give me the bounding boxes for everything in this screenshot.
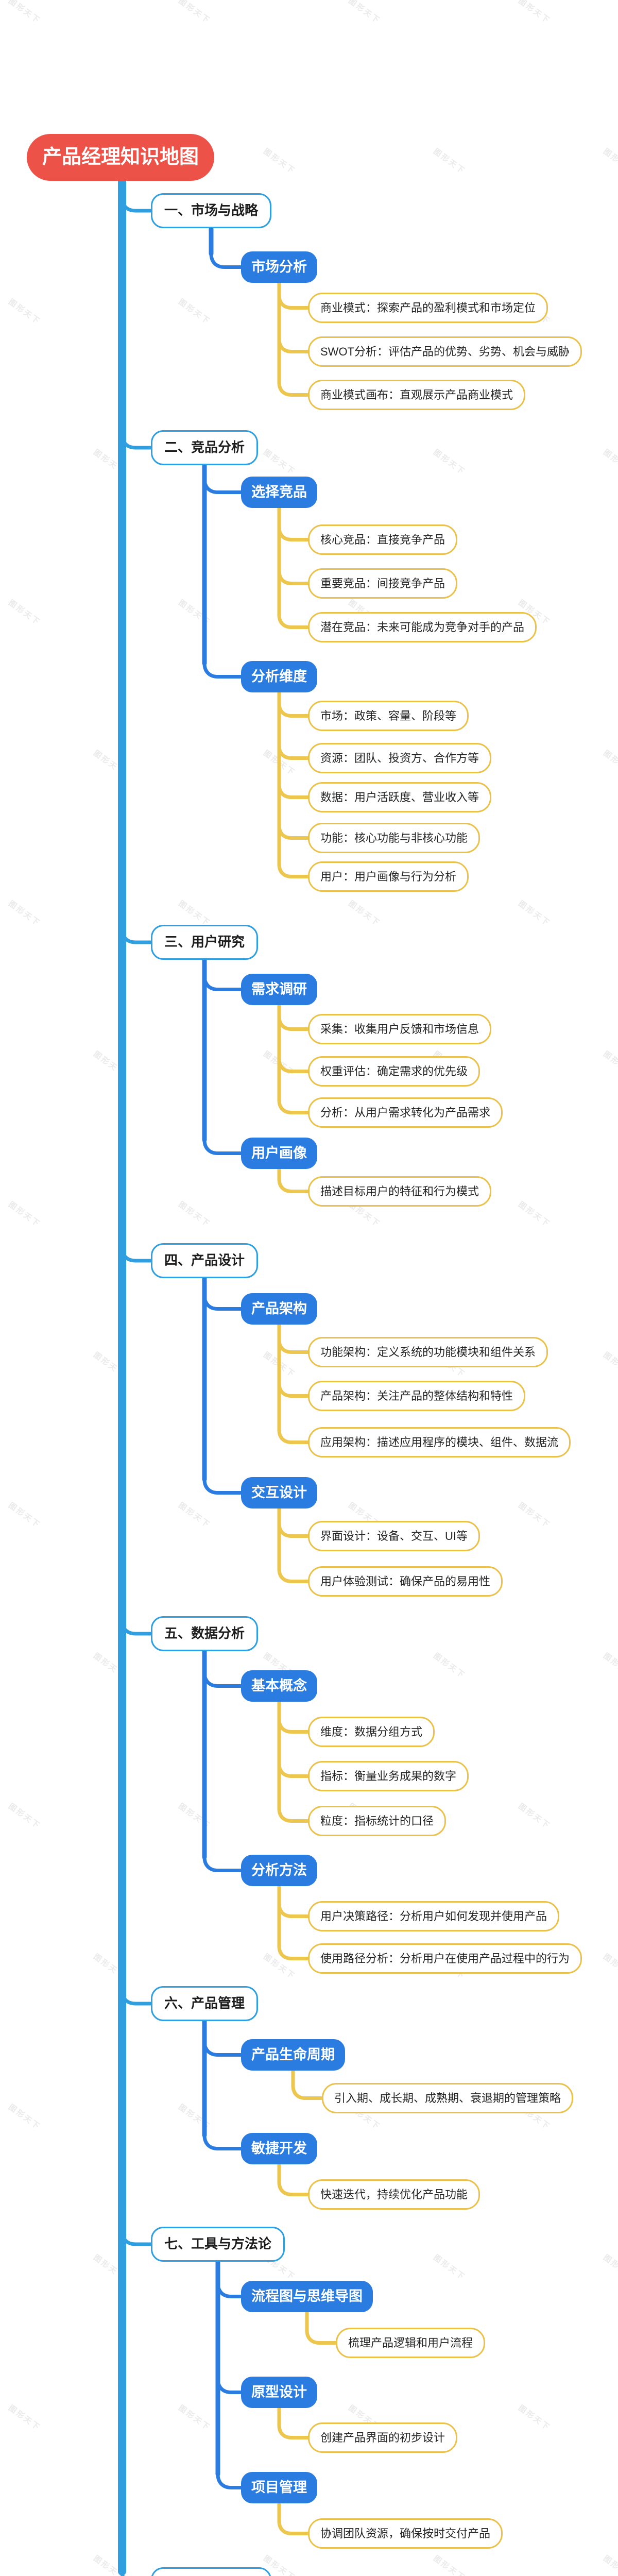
detail-node[interactable]: 商业模式画布：直观展示产品商业模式 xyxy=(308,380,526,410)
topic-node[interactable]: 交互设计 xyxy=(241,1477,317,1509)
detail-node[interactable]: 指标：衡量业务成果的数字 xyxy=(308,1761,469,1791)
detail-node[interactable]: 重要竞品：间接竞争产品 xyxy=(308,568,458,599)
detail-node[interactable]: 功能架构：定义系统的功能模块和组件关系 xyxy=(308,1337,548,1367)
branch-node[interactable]: 六、产品管理 xyxy=(151,1986,259,2021)
branch-node[interactable]: 三、用户研究 xyxy=(151,925,259,960)
branch-node[interactable]: 五、数据分析 xyxy=(151,1616,259,1651)
detail-node[interactable]: 商业模式：探索产品的盈利模式和市场定位 xyxy=(308,293,548,323)
branch-node[interactable]: 八、沟通与协作 xyxy=(151,2567,272,2576)
detail-node[interactable]: 创建产品界面的初步设计 xyxy=(308,2422,458,2453)
detail-node[interactable]: 应用架构：描述应用程序的模块、组件、数据流 xyxy=(308,1427,571,1458)
topic-node[interactable]: 产品生命周期 xyxy=(241,2039,345,2071)
topic-node[interactable]: 选择竞品 xyxy=(241,477,317,509)
topic-node[interactable]: 敏捷开发 xyxy=(241,2133,317,2165)
topic-node[interactable]: 分析维度 xyxy=(241,661,317,693)
branch-node[interactable]: 四、产品设计 xyxy=(151,1243,259,1278)
detail-node[interactable]: 协调团队资源，确保按时交付产品 xyxy=(308,2518,503,2549)
detail-node[interactable]: 用户体验测试：确保产品的易用性 xyxy=(308,1566,503,1597)
detail-node[interactable]: 快速迭代，持续优化产品功能 xyxy=(308,2179,480,2210)
topic-node[interactable]: 用户画像 xyxy=(241,1138,317,1170)
detail-node[interactable]: 数据：用户活跃度、营业收入等 xyxy=(308,782,492,812)
detail-node[interactable]: 引入期、成长期、成熟期、衰退期的管理策略 xyxy=(322,2083,574,2113)
topic-node[interactable]: 需求调研 xyxy=(241,974,317,1006)
topic-node[interactable]: 市场分析 xyxy=(241,251,317,283)
detail-node[interactable]: 使用路径分析：分析用户在使用产品过程中的行为 xyxy=(308,1943,582,1974)
topic-node[interactable]: 项目管理 xyxy=(241,2472,317,2504)
detail-node[interactable]: 核心竞品：直接竞争产品 xyxy=(308,524,458,555)
topic-node[interactable]: 原型设计 xyxy=(241,2377,317,2409)
branch-node[interactable]: 七、工具与方法论 xyxy=(151,2227,285,2262)
topic-node[interactable]: 流程图与思维导图 xyxy=(241,2281,373,2313)
detail-node[interactable]: 产品架构：关注产品的整体结构和特性 xyxy=(308,1381,526,1411)
detail-node[interactable]: 采集：收集用户反馈和市场信息 xyxy=(308,1014,492,1044)
detail-node[interactable]: 潜在竞品：未来可能成为竞争对手的产品 xyxy=(308,612,537,642)
detail-node[interactable]: 描述目标用户的特征和行为模式 xyxy=(308,1176,492,1207)
detail-node[interactable]: 功能：核心功能与非核心功能 xyxy=(308,823,480,853)
detail-node[interactable]: 分析：从用户需求转化为产品需求 xyxy=(308,1097,503,1128)
detail-node[interactable]: 资源：团队、投资方、合作方等 xyxy=(308,743,492,773)
topic-node[interactable]: 基本概念 xyxy=(241,1670,317,1702)
detail-node[interactable]: 界面设计：设备、交互、UI等 xyxy=(308,1521,480,1551)
detail-node[interactable]: 梳理产品逻辑和用户流程 xyxy=(336,2328,486,2358)
detail-node[interactable]: 粒度：指标统计的口径 xyxy=(308,1806,447,1836)
detail-node[interactable]: 维度：数据分组方式 xyxy=(308,1717,435,1747)
detail-node[interactable]: 市场：政策、容量、阶段等 xyxy=(308,701,469,731)
detail-node[interactable]: 用户决策路径：分析用户如何发现并使用产品 xyxy=(308,1901,560,1931)
branch-node[interactable]: 一、市场与战略 xyxy=(151,193,272,228)
branch-node[interactable]: 二、竞品分析 xyxy=(151,430,259,465)
topic-node[interactable]: 产品架构 xyxy=(241,1293,317,1325)
detail-node[interactable]: 用户：用户画像与行为分析 xyxy=(308,861,469,892)
topic-node[interactable]: 分析方法 xyxy=(241,1855,317,1887)
detail-node[interactable]: 权重评估：确定需求的优先级 xyxy=(308,1056,480,1087)
detail-node[interactable]: SWOT分析：评估产品的优势、劣势、机会与威胁 xyxy=(308,336,582,367)
root-node[interactable]: 产品经理知识地图 xyxy=(27,134,215,181)
